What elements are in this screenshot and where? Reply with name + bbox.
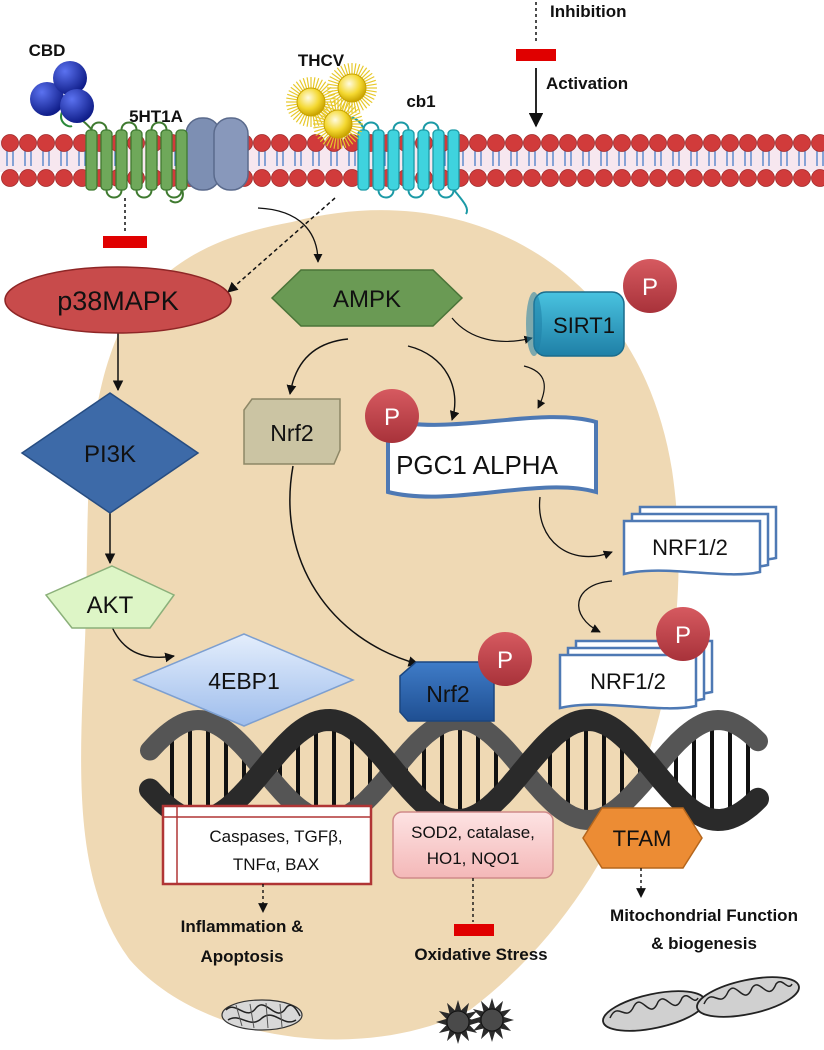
inflammation-label-line1: Inflammation & [181,917,304,936]
nrf12-top-node: NRF1/2 [622,505,778,576]
pi3k-node: PI3K [20,392,200,514]
nrf2-nuclear-translocation-arrow [289,465,420,667]
nrf12-bottom-label: NRF1/2 [590,669,666,694]
nrf2-nuclear-node: Nrf2 [399,661,495,722]
ampk-to-pgc1-arrow [407,345,460,421]
apoptosis-genes-line1: Caspases, TGFβ, [209,827,342,846]
p38mapk-node: p38MAPK [4,266,232,334]
mitochondrial-label-line2: & biogenesis [651,934,757,953]
pgc1-to-nrf12-arrow [538,496,613,560]
phosphate-badge-nrf2: P [478,632,532,686]
cbd-label: CBD [29,41,66,60]
legend-inhibition-label: Inhibition [550,2,626,21]
nrf2-cytoplasm-node: Nrf2 [243,398,341,465]
tfam-node: TFAM [582,807,703,869]
ampk-node: AMPK [270,269,464,327]
akt-node: AKT [44,565,176,629]
akt-label: AKT [87,592,134,619]
membrane-to-ampk-arrow [257,207,323,263]
thcv-molecule-icon [286,63,377,149]
apoptotic-cell-icon [221,999,303,1031]
ampk-to-sirt1-arrow [451,317,533,344]
phosphate-badge-nrf12: P [656,607,710,661]
sirt1-label: SIRT1 [553,313,615,338]
5ht1a-label: 5HT1A [129,107,183,126]
legend-activation-label: Activation [546,74,628,93]
tfam-label: TFAM [613,826,672,851]
antioxidant-genes-line1: SOD2, catalase, [411,823,535,842]
antioxidant-genes-box: SOD2, catalase, HO1, NQO1 [392,811,554,879]
ampk-to-nrf2-arrow [286,338,349,395]
apoptosis-genes-line2: TNFα, BAX [233,855,319,874]
sirt1-to-pgc1-arrow [523,365,546,409]
pgc1-alpha-node: PGC1 ALPHA [386,415,598,499]
apoptosis-genes-box: Caspases, TGFβ, TNFα, BAX [161,804,373,886]
ros-particles-icon [436,998,514,1044]
akt-to-4ebp1-arrow [111,626,175,663]
ampk-label: AMPK [333,286,401,313]
phosphate-label: P [675,622,691,649]
phosphate-badge-pgc1: P [365,389,419,443]
4ebp1-node: 4EBP1 [132,633,355,727]
phosphate-label: P [384,404,400,431]
thcv-label: THCV [298,51,345,70]
inflammation-label-line2: Apoptosis [200,947,283,966]
cb1-label: cb1 [406,92,435,111]
pgc1-alpha-label: PGC1 ALPHA [396,450,559,480]
phosphate-label: P [497,647,513,674]
thcv-to-p38mapk-arrow [227,197,336,293]
nrf12-top-label: NRF1/2 [652,535,728,560]
legend-inhibition-bar [516,49,556,61]
phosphate-label: P [642,274,658,301]
nrf12-bottom-node: NRF1/2 [558,639,714,710]
nrf2-nuclear-label: Nrf2 [426,681,469,707]
oxidative-stress-inhibition-bar [454,924,494,936]
nrf2-cytoplasm-label: Nrf2 [270,420,313,446]
p38mapk-label: p38MAPK [57,286,179,316]
cbd-molecule-icon [30,61,94,128]
sirt1-node: SIRT1 [526,291,625,357]
legend: Inhibition Activation [516,2,628,128]
nrf12-translocation-arrow [578,580,613,633]
cb1-receptor [345,116,468,215]
ion-channel [185,117,249,191]
4ebp1-label: 4EBP1 [208,668,280,694]
antioxidant-genes-line2: HO1, NQO1 [427,849,520,868]
mitochondrial-label-line1: Mitochondrial Function [610,906,798,925]
pi3k-label: PI3K [84,441,136,468]
phosphate-badge-sirt1: P [623,259,677,313]
oxidative-stress-label: Oxidative Stress [414,945,547,964]
p38mapk-inhibition-bar [103,236,147,248]
mitochondria-icon [602,976,800,1032]
